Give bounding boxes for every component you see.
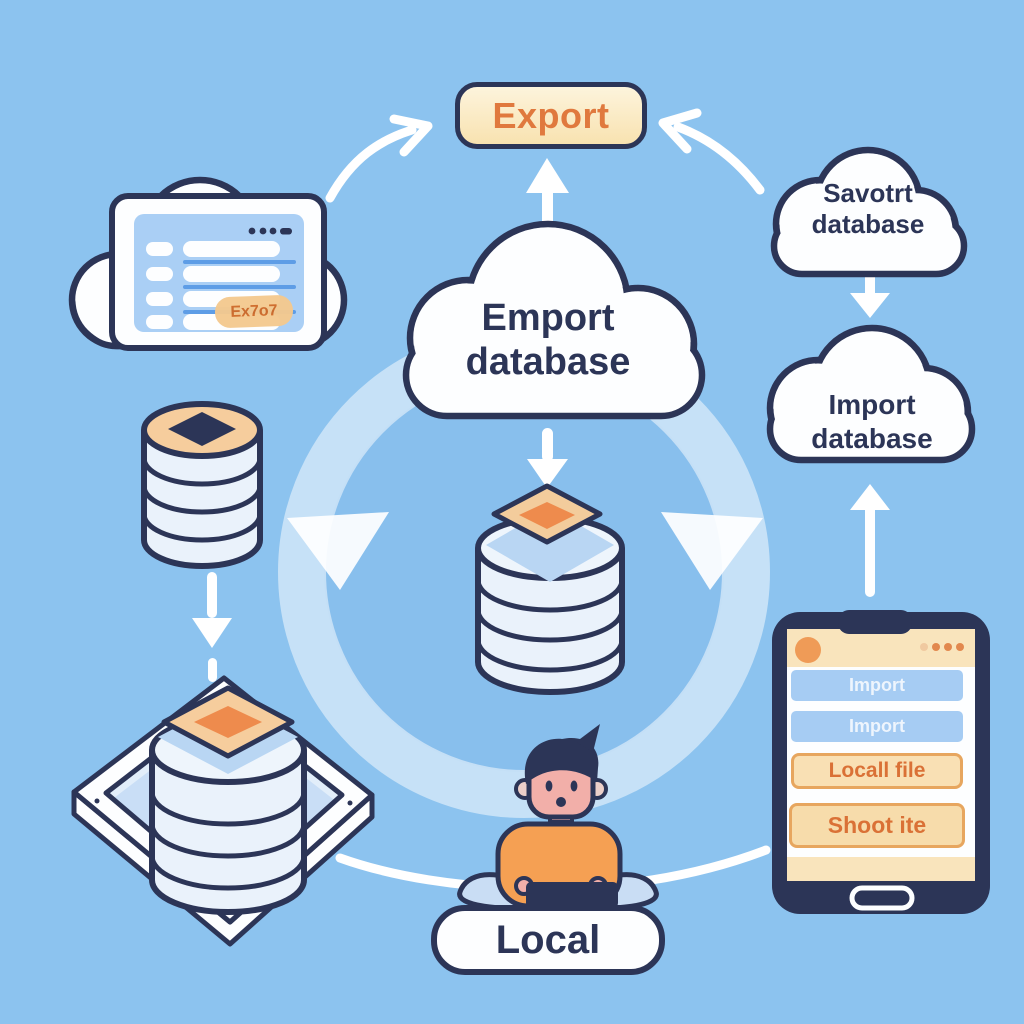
phone-button-local-file[interactable]: Locall file [791,753,963,789]
right-cloud-label: Import database [770,388,974,456]
center-cloud-label-line1: Emport [481,297,615,339]
person-with-laptop-icon [457,724,659,911]
top-right-cloud-label: Savotrt database [772,178,964,240]
cloud-browser-window-icon [68,176,348,351]
right-cloud-label-line1: Import [828,389,916,420]
local-button[interactable]: Local [431,905,665,975]
top-right-cloud-label-line2: database [811,209,925,239]
center-cloud-label: Emport database [400,296,696,384]
center-cloud-label-line2: database [465,341,631,383]
phone-button-shoot-ite[interactable]: Shoot ite [789,803,965,848]
browser-menu-dots-icon [248,227,292,235]
phone-button-import-1[interactable]: Import [791,670,963,701]
phone-notch [838,610,912,634]
phone-avatar-dot-icon [795,637,821,663]
right-cloud-icon [766,324,976,464]
database-cylinder-icon-center [475,483,625,695]
right-cloud-label-line2: database [811,423,933,454]
top-right-cloud-label-line1: Savotrt [823,178,913,208]
phone-home-button[interactable] [849,885,915,911]
export-button[interactable]: Export [455,82,647,149]
browser-export-badge[interactable]: Ex7o7 [214,294,294,329]
phone-menu-dots-icon [920,643,964,651]
center-cloud-icon [402,220,706,420]
database-in-tray-icon [71,675,375,947]
phone-button-import-2[interactable]: Import [791,711,963,742]
database-cylinder-icon-left [141,401,263,569]
laptop-icon [526,882,618,908]
top-right-cloud-icon [770,146,968,278]
